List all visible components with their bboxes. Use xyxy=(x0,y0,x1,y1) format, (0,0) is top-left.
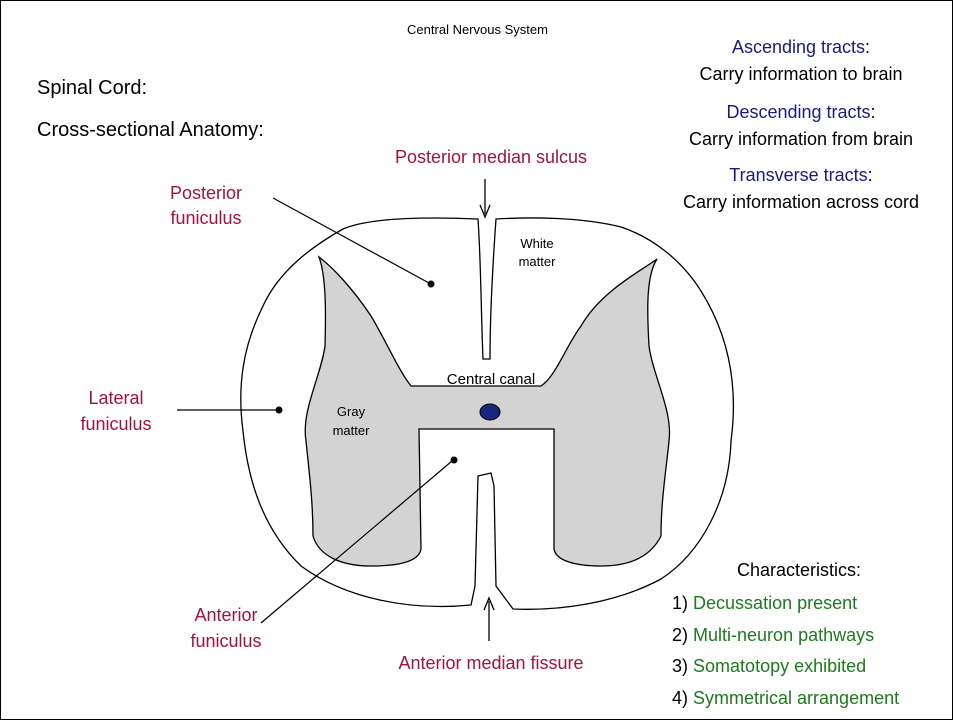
anterior-fissure-arrow-head xyxy=(483,596,495,611)
posterior-sulcus-arrow-head xyxy=(479,204,491,219)
lateral-funiculus-label-1: Lateral xyxy=(88,388,144,408)
characteristic-text: Symmetrical arrangement xyxy=(693,688,900,708)
anterior-funiculus-pointer xyxy=(260,460,453,624)
characteristic-number: 1) xyxy=(672,593,689,613)
gray-matter-label-1: Gray xyxy=(336,404,366,419)
anterior-funiculus-label-2: funiculus xyxy=(190,631,262,651)
lateral-funiculus-label-2: funiculus xyxy=(80,414,152,434)
transverse-tracts-desc: Carry information across cord xyxy=(682,192,920,212)
white-matter-label-2: matter xyxy=(518,254,556,269)
posterior-median-sulcus-label: Posterior median sulcus xyxy=(394,147,588,167)
gray-matter-label-2: matter xyxy=(332,423,370,438)
posterior-funiculus-pointer xyxy=(272,197,430,284)
anterior-median-fissure-label: Anterior median fissure xyxy=(398,653,584,673)
ascending-tracts-label: Ascending tracts xyxy=(731,37,866,57)
characteristic-number: 4) xyxy=(672,688,689,708)
ascending-tracts-desc: Carry information to brain xyxy=(699,64,903,84)
posterior-funiculus-label-2: funiculus xyxy=(170,208,242,228)
central-canal-label: Central canal xyxy=(446,371,536,388)
characteristic-item: 4) Symmetrical arrangement xyxy=(672,688,899,709)
header-text: Central Nervous System xyxy=(407,22,548,37)
descending-tracts-desc: Carry information from brain xyxy=(688,129,914,149)
posterior-funiculus-dot xyxy=(427,280,435,288)
lateral-funiculus-dot xyxy=(275,406,283,414)
characteristic-item: 3) Somatotopy exhibited xyxy=(672,656,866,677)
characteristic-text: Somatotopy exhibited xyxy=(693,656,867,676)
characteristic-text: Decussation present xyxy=(693,593,858,613)
characteristic-text: Multi-neuron pathways xyxy=(693,625,875,645)
title-line-2: Cross-sectional Anatomy: xyxy=(37,119,264,141)
descending-tracts-name: Descending tracts: xyxy=(726,102,876,122)
ascending-tracts-name: Ascending tracts: xyxy=(731,37,871,57)
anterior-funiculus-label-1: Anterior xyxy=(194,605,258,625)
transverse-tracts-label: Transverse tracts xyxy=(729,165,868,185)
characteristics-heading: Characteristics: xyxy=(737,560,862,580)
posterior-funiculus-label-1: Posterior xyxy=(169,183,243,203)
characteristic-number: 3) xyxy=(672,656,689,676)
characteristic-item: 1) Decussation present xyxy=(672,593,857,614)
descending-tracts-label: Descending tracts xyxy=(726,102,871,122)
central-canal xyxy=(479,403,501,421)
characteristic-number: 2) xyxy=(672,625,689,645)
characteristic-item: 2) Multi-neuron pathways xyxy=(672,625,874,646)
white-matter-label-1: White xyxy=(520,236,554,251)
anterior-funiculus-dot xyxy=(450,456,458,464)
transverse-tracts-name: Transverse tracts: xyxy=(729,165,873,185)
title-line-1: Spinal Cord: xyxy=(37,77,148,99)
